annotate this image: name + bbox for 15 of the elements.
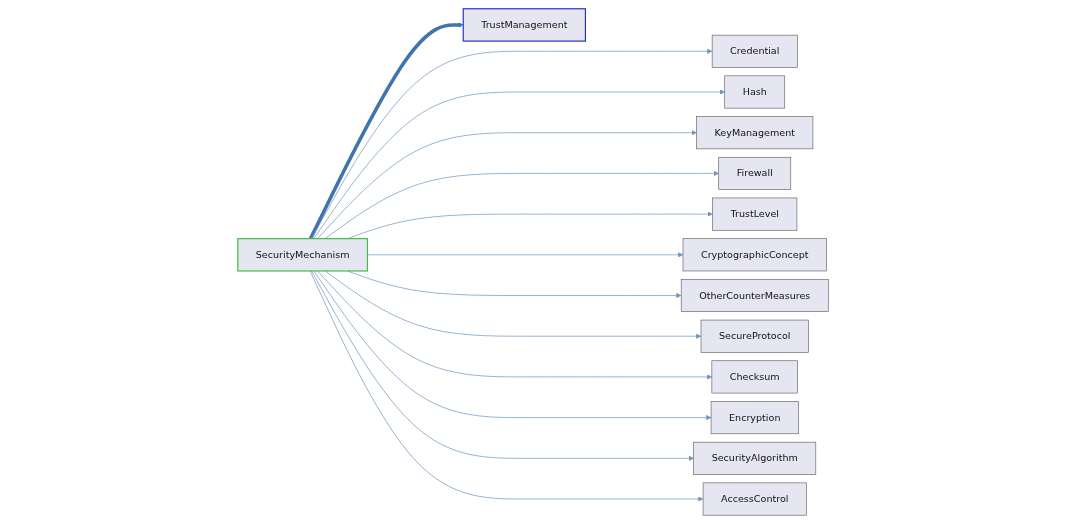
- node-box: AccessControl: [702, 482, 807, 516]
- node-box: Checksum: [711, 360, 798, 394]
- node-box: Encryption: [710, 401, 799, 435]
- node-box: SecureProtocol: [700, 319, 809, 353]
- node-box: Firewall: [718, 156, 791, 190]
- node-box: TrustManagement: [462, 8, 586, 42]
- arrow: [308, 22, 464, 240]
- node-box: TrustLevel: [712, 197, 798, 231]
- node-box: Credential: [711, 34, 798, 68]
- node-box: Hash: [724, 75, 785, 109]
- node-box: CryptographicConcept: [682, 238, 827, 272]
- node-box: KeyManagement: [696, 116, 814, 150]
- node-box: SecurityAlgorithm: [693, 441, 817, 475]
- node-box: SecurityMechanism: [237, 238, 368, 272]
- node-box: OtherCounterMeasures: [680, 279, 829, 312]
